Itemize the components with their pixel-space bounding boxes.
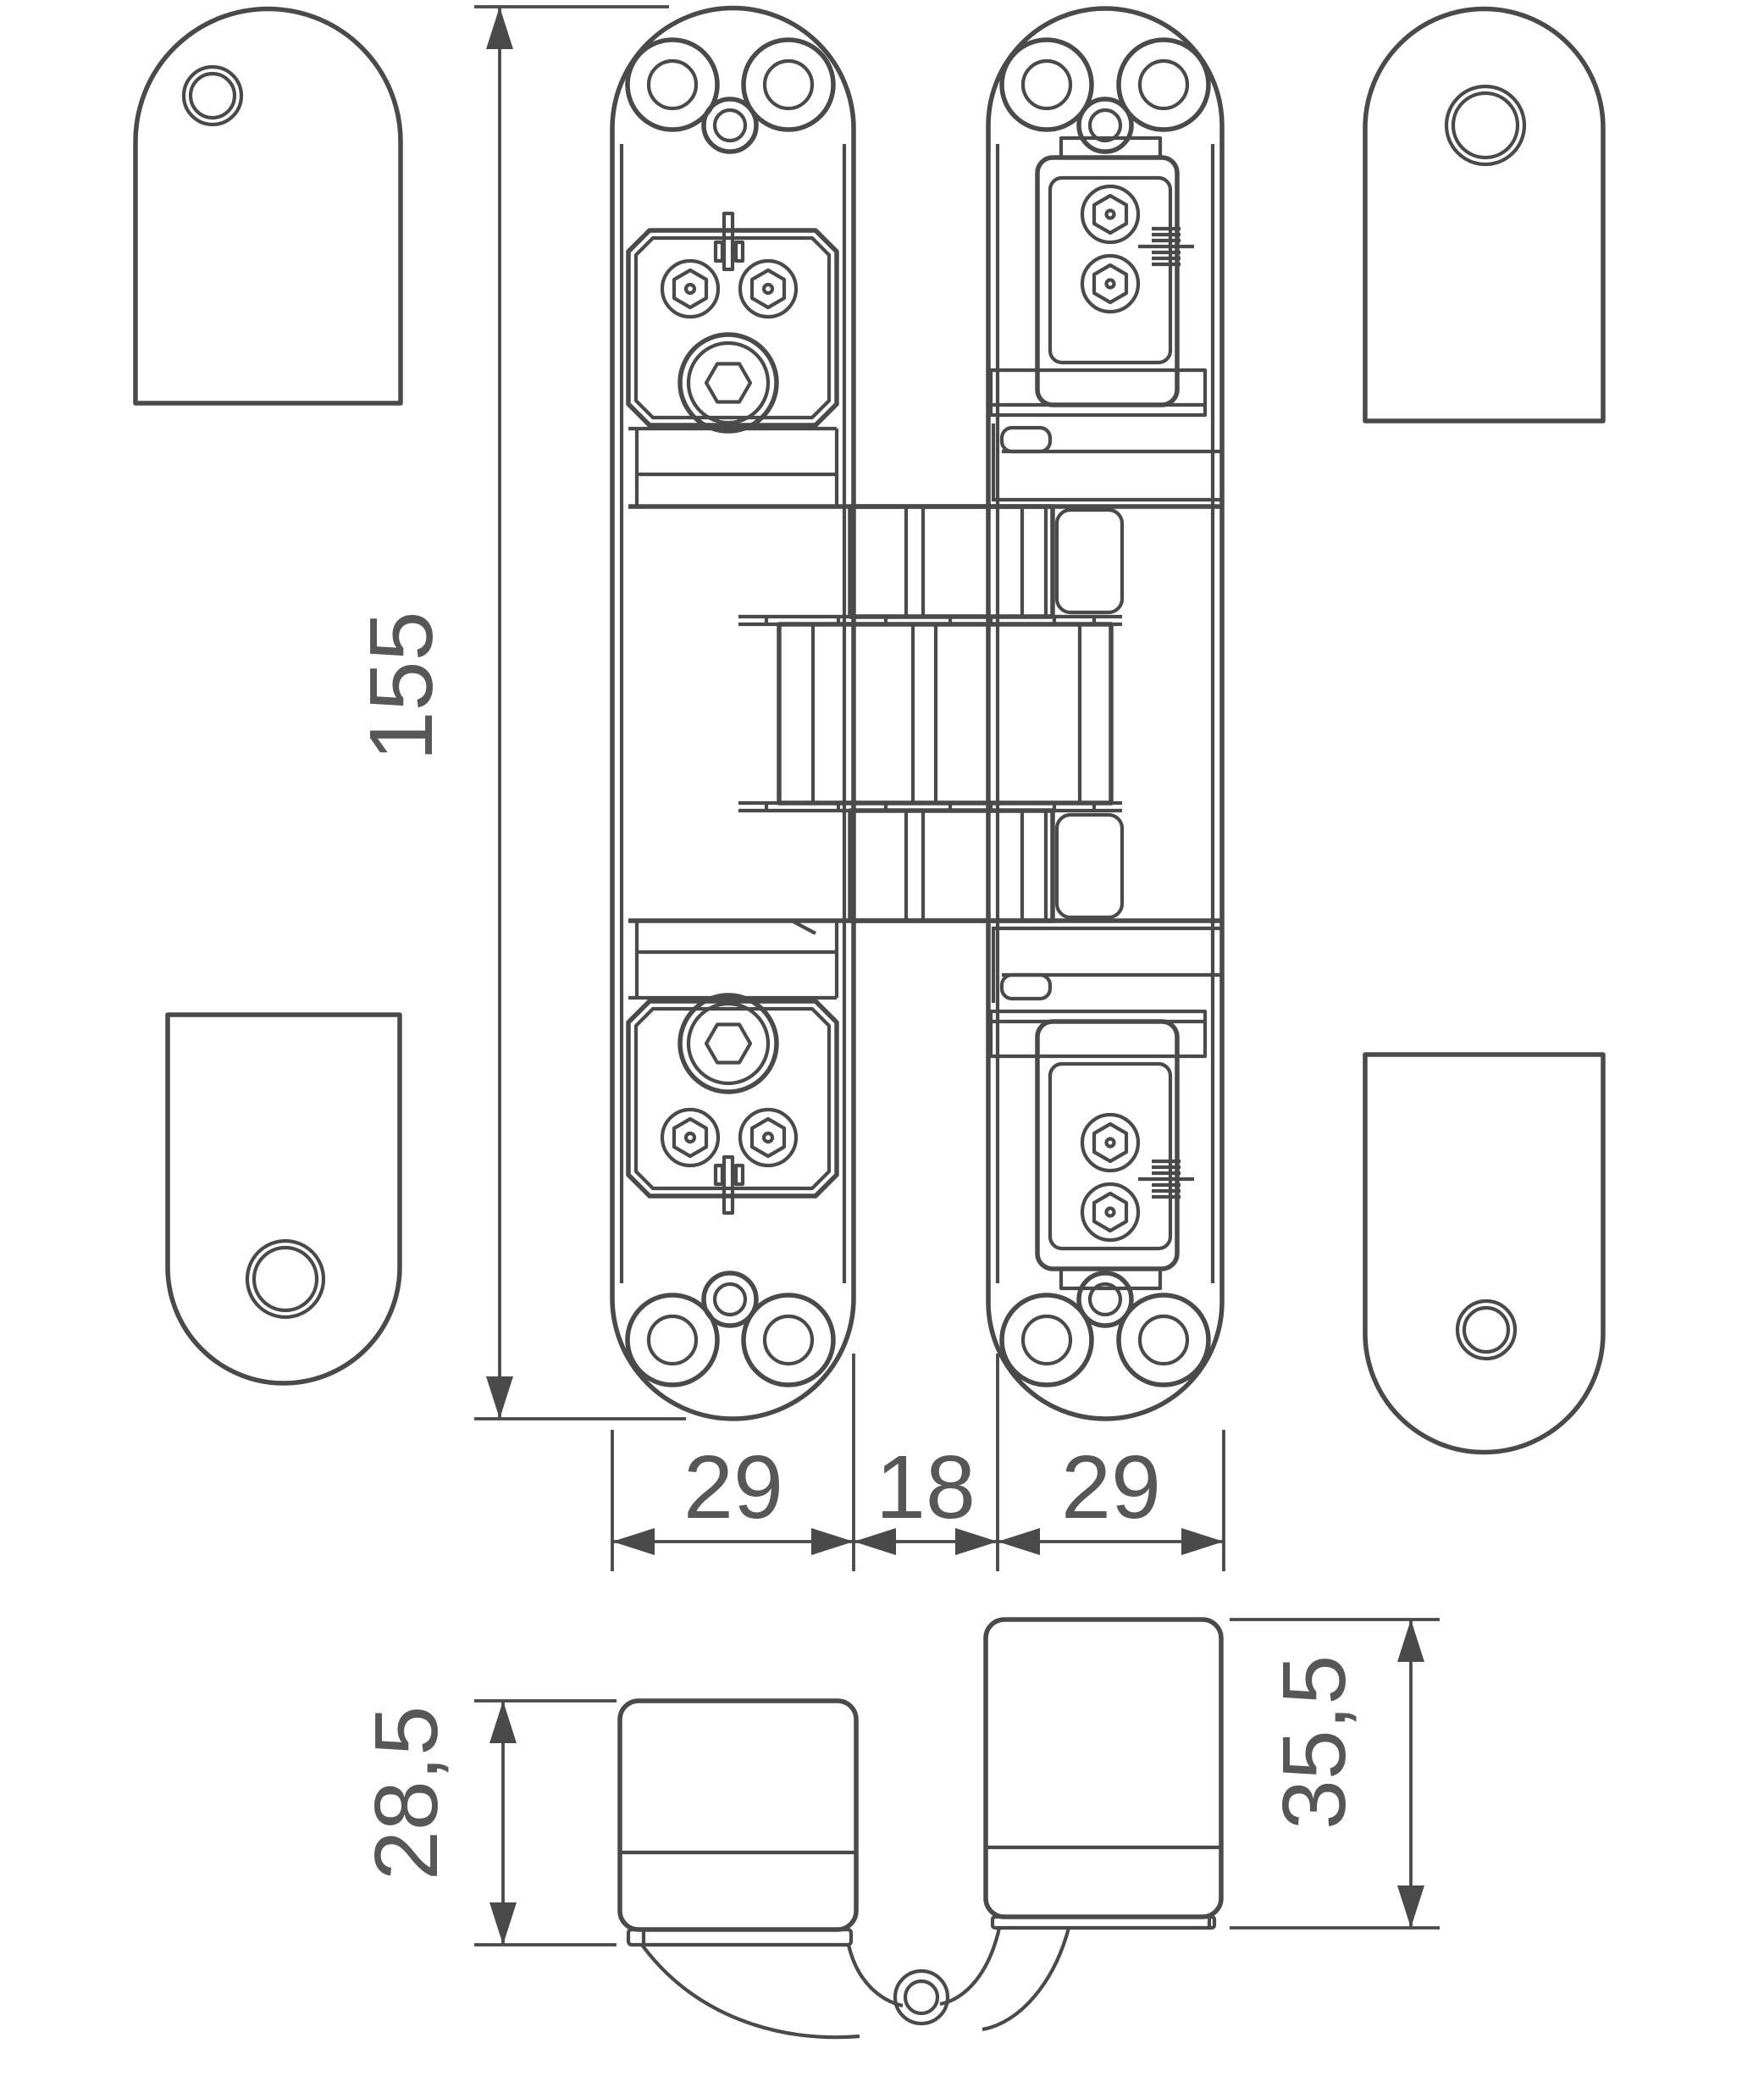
screw-holes-top bbox=[625, 37, 836, 154]
knuckle-ring-center bbox=[777, 622, 1114, 806]
leaf-bracket-lower bbox=[628, 918, 839, 1000]
dim-label-155: 155 bbox=[351, 612, 451, 761]
adjustment-plate-upper bbox=[626, 211, 839, 434]
screw-holes-top bbox=[999, 37, 1211, 154]
hinge-knuckle bbox=[628, 504, 1222, 923]
cover-plate-top-left bbox=[133, 6, 403, 406]
adjustment-unit-lower bbox=[988, 1009, 1208, 1291]
knurled-adjuster bbox=[1138, 226, 1194, 267]
cover-plate-bottom-right bbox=[1363, 1052, 1606, 1455]
plate-hole bbox=[245, 1238, 326, 1320]
frame-bracket-upper bbox=[991, 424, 1222, 502]
leaf-bracket-upper bbox=[628, 426, 839, 507]
pivot-linkage bbox=[640, 1927, 1071, 2040]
bottom-view: 28,5 35,5 bbox=[357, 1617, 1440, 2040]
frame-leaf bbox=[986, 6, 1225, 1421]
hex-screw-small bbox=[1080, 1112, 1141, 1173]
front-view: 155 29 18 29 bbox=[133, 5, 1606, 1571]
screw-holes-bottom bbox=[625, 1271, 836, 1387]
index-pin bbox=[713, 211, 745, 272]
dimension-29-18-29: 29 18 29 bbox=[611, 1354, 1225, 1571]
dimension-35-5: 35,5 bbox=[1230, 1618, 1440, 1930]
dimension-28-5: 28,5 bbox=[357, 1699, 617, 1946]
cover-plate-bottom-left bbox=[165, 1012, 402, 1386]
frame-bracket-lower bbox=[991, 926, 1222, 1003]
knurled-adjuster bbox=[1138, 1159, 1194, 1199]
hex-socket-screw bbox=[677, 332, 779, 434]
adjustment-plate-lower bbox=[626, 993, 839, 1215]
knuckle-ring-lower bbox=[848, 808, 1125, 923]
pivot-pin bbox=[893, 1968, 950, 2026]
dim-label-29-right: 29 bbox=[1061, 1437, 1161, 1537]
dimension-155: 155 bbox=[351, 5, 686, 1420]
plate-hole bbox=[1455, 1298, 1518, 1361]
hex-screw-small bbox=[738, 258, 799, 319]
plate-hole bbox=[181, 64, 244, 127]
adjustment-unit-upper bbox=[988, 136, 1208, 418]
dim-label-29-left: 29 bbox=[683, 1437, 783, 1537]
dim-label-35-5: 35,5 bbox=[1264, 1655, 1364, 1830]
hex-socket-screw bbox=[677, 993, 779, 1094]
bottom-view-door-body bbox=[617, 1698, 859, 1947]
plate-hole bbox=[1444, 84, 1527, 167]
dim-label-18: 18 bbox=[876, 1437, 976, 1537]
hex-screw-small bbox=[1080, 253, 1141, 314]
hex-screw-small bbox=[660, 258, 721, 319]
dim-label-28-5: 28,5 bbox=[357, 1706, 456, 1880]
hex-screw-small bbox=[1080, 1182, 1141, 1243]
cover-plate-top-right bbox=[1363, 6, 1606, 424]
door-leaf bbox=[610, 5, 856, 1421]
hex-screw-small bbox=[1080, 184, 1141, 245]
hex-screw-small bbox=[738, 1107, 799, 1168]
bottom-view-frame-body bbox=[983, 1617, 1224, 1930]
hex-screw-small bbox=[660, 1107, 721, 1168]
index-pin bbox=[713, 1155, 745, 1215]
screw-holes-bottom bbox=[999, 1271, 1211, 1387]
